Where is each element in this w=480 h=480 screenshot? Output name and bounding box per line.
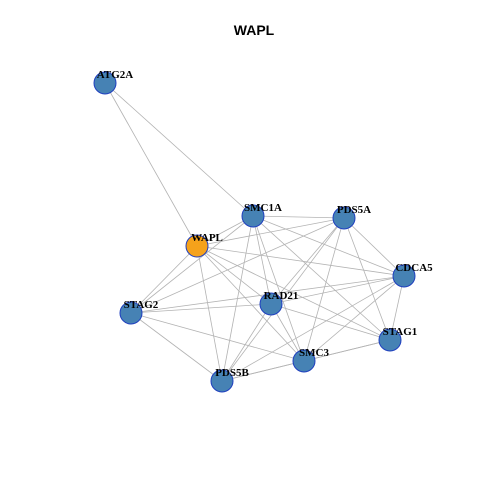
node-label-stag2: STAG2: [124, 299, 159, 311]
edge-smc3-pds5b: [221, 360, 305, 382]
edge-wapl-smc3: [196, 245, 305, 362]
edge-atg2a-wapl: [104, 82, 198, 247]
node-stag1[interactable]: [378, 328, 402, 352]
node-wapl[interactable]: [185, 234, 209, 258]
node-smc1a[interactable]: [241, 204, 265, 228]
node-stag2[interactable]: [119, 301, 143, 325]
edge-cdca5-smc3: [303, 275, 405, 362]
edge-smc1a-smc3: [252, 215, 305, 362]
node-atg2a[interactable]: [93, 71, 117, 95]
edge-pds5a-stag2: [130, 217, 345, 314]
node-smc3[interactable]: [292, 349, 316, 373]
edge-smc1a-stag2: [130, 215, 254, 314]
node-label-rad21: RAD21: [264, 290, 299, 302]
node-pds5a[interactable]: [332, 206, 356, 230]
edge-pds5a-smc3: [303, 217, 345, 362]
node-label-pds5a: PDS5A: [337, 204, 371, 216]
label-layer: ATG2A SMC1A PDS5A WAPL CDCA5RAD21STAG2STAG1S…: [97, 69, 433, 379]
node-label-smc3: SMC3: [299, 347, 329, 359]
node-label-cdca5: CDCA5: [395, 262, 433, 274]
node-rad21[interactable]: [259, 292, 283, 316]
edge-smc1a-rad21: [252, 215, 272, 305]
edge-pds5a-rad21: [270, 217, 345, 305]
edge-rad21-stag1: [270, 303, 391, 341]
edge-pds5a-cdca5: [343, 217, 405, 277]
diagram-title: WAPL: [234, 22, 275, 38]
edge-cdca5-pds5b: [221, 275, 405, 382]
edge-stag2-smc3: [130, 312, 305, 362]
edge-wapl-rad21: [196, 245, 272, 305]
edge-pds5a-pds5b: [221, 217, 345, 382]
edge-wapl-pds5b: [196, 245, 223, 382]
node-layer: [93, 71, 416, 393]
node-cdca5[interactable]: [392, 264, 416, 288]
edge-rad21-stag2: [130, 303, 272, 314]
edge-pds5a-stag1: [343, 217, 391, 341]
node-label-wapl: WAPL: [191, 232, 223, 244]
node-label-smc1a: SMC1A: [244, 202, 282, 214]
edge-cdca5-rad21: [270, 275, 405, 305]
edge-wapl-stag2: [130, 245, 198, 314]
edge-stag2-pds5b: [130, 312, 223, 382]
edge-atg2a-smc1a: [104, 82, 254, 217]
node-pds5b[interactable]: [210, 369, 234, 393]
edge-layer: [104, 82, 405, 382]
edge-rad21-pds5b: [221, 303, 272, 382]
edge-wapl-cdca5: [196, 245, 405, 277]
edge-smc1a-cdca5: [252, 215, 405, 277]
node-label-stag1: STAG1: [383, 326, 418, 338]
edge-smc1a-stag1: [252, 215, 391, 341]
edge-smc1a-pds5a: [252, 215, 345, 219]
node-label-pds5b: PDS5B: [215, 367, 249, 379]
edge-wapl-stag1: [196, 245, 391, 341]
node-label-atg2a: ATG2A: [97, 69, 134, 81]
